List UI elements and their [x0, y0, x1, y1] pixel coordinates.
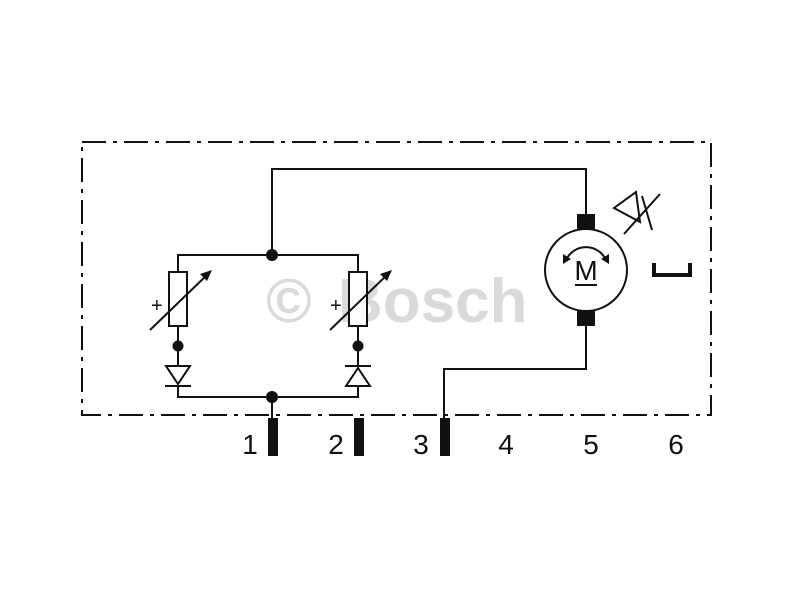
watermark-brand: Bosch: [338, 267, 527, 336]
right-diode-icon: [344, 366, 372, 387]
pin-label-5: 5: [583, 429, 599, 460]
right-variable-resistor: [348, 271, 368, 327]
left-adjust-arrowhead: [200, 270, 212, 281]
housing-boundary: [81, 141, 712, 416]
pin-1-contact: [268, 418, 278, 456]
suppression-slash: [623, 193, 661, 235]
motor-label: M: [574, 255, 597, 286]
pin-3-contact: [440, 418, 450, 456]
rotation-arrowhead-left: [563, 254, 571, 264]
rotation-arrow-icon: [565, 246, 607, 261]
suppression-symbol: [612, 190, 661, 235]
motor-brush-bottom: [577, 311, 595, 326]
right-adjust-arrowhead: [380, 270, 392, 281]
right-plus-sign: +: [330, 295, 342, 317]
right-adjust-arrow: [329, 272, 390, 331]
left-diode-icon: [164, 365, 192, 386]
pin-label-4: 4: [498, 429, 514, 460]
pin-2-contact: [354, 418, 364, 456]
top-junction-node: [266, 249, 278, 261]
left-variable-resistor: [168, 271, 188, 327]
left-plus-sign: +: [151, 295, 163, 317]
left-branch: +: [149, 270, 212, 387]
bottom-junction-node: [266, 391, 278, 403]
watermark: © Bosch: [266, 267, 527, 336]
wire-motor-to-pin-3: [443, 325, 587, 420]
left-adjust-arrow: [149, 272, 210, 331]
pin-contacts: [268, 418, 450, 456]
wire-top-to-motor: [271, 168, 587, 255]
left-junction-node: [172, 340, 184, 352]
pin-label-6: 6: [668, 429, 684, 460]
right-junction-node: [352, 340, 364, 352]
motor: M: [544, 214, 628, 326]
pin-label-1: 1: [242, 429, 258, 460]
pin-label-2: 2: [328, 429, 344, 460]
watermark-copyright: ©: [266, 267, 312, 336]
suppression-bar: [641, 195, 653, 231]
ground-bracket-icon: [652, 263, 692, 277]
pin-labels: 1 2 3 4 5 6: [242, 429, 684, 460]
suppression-diode-icon: [612, 190, 642, 224]
right-branch: +: [329, 270, 392, 387]
motor-brush-top: [577, 214, 595, 229]
rotation-arrowhead-right: [601, 254, 609, 264]
pin-label-3: 3: [413, 429, 429, 460]
